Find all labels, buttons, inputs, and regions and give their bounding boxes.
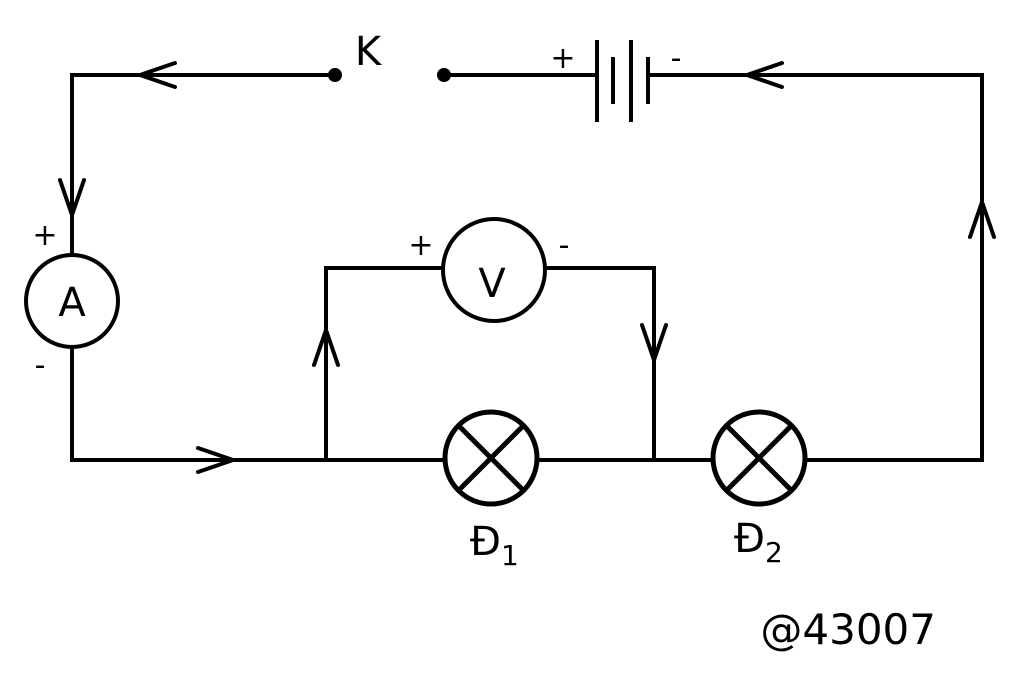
lamp-1-label: Đ1 xyxy=(470,519,519,572)
arrow-left-icon xyxy=(138,61,177,89)
ammeter-icon xyxy=(24,253,120,349)
wire-voltmeter-left xyxy=(324,266,445,462)
wire-top-left xyxy=(70,73,337,259)
lamp-2-index: 2 xyxy=(765,536,783,569)
arrow-left-icon xyxy=(745,61,784,89)
wire-top-right xyxy=(646,73,984,462)
lamp-1-icon xyxy=(442,409,540,507)
arrow-down-icon xyxy=(58,178,86,217)
wire-voltmeter-right xyxy=(543,266,656,462)
battery-plus-sign: + xyxy=(550,41,575,76)
arrow-up-icon xyxy=(968,200,996,239)
arrow-up-icon xyxy=(312,328,340,367)
voltmeter-icon xyxy=(441,217,547,323)
arrow-right-icon xyxy=(196,446,235,474)
switch-contact-right xyxy=(437,68,451,82)
lamp-1-index: 1 xyxy=(501,539,519,572)
switch-label: K xyxy=(355,29,383,75)
ammeter-plus-sign: + xyxy=(32,218,57,253)
voltmeter-minus-sign: - xyxy=(559,228,570,263)
battery-icon xyxy=(595,40,650,122)
lamp-2-letter: Đ xyxy=(734,516,765,562)
ammeter-minus-sign: - xyxy=(35,348,46,383)
lamp-2-label: Đ2 xyxy=(734,516,783,569)
arrow-down-icon xyxy=(640,323,668,362)
wire-bottom-left xyxy=(70,343,447,462)
voltmeter-symbol: V xyxy=(478,261,506,307)
ammeter-symbol: A xyxy=(58,280,86,326)
lamp-1-letter: Đ xyxy=(470,519,501,565)
lamp-2-icon xyxy=(710,409,808,507)
voltmeter-plus-sign: + xyxy=(408,228,433,263)
battery-minus-sign: - xyxy=(671,41,682,76)
watermark-text: @43007 xyxy=(760,605,936,654)
switch-contact-left xyxy=(328,68,342,82)
